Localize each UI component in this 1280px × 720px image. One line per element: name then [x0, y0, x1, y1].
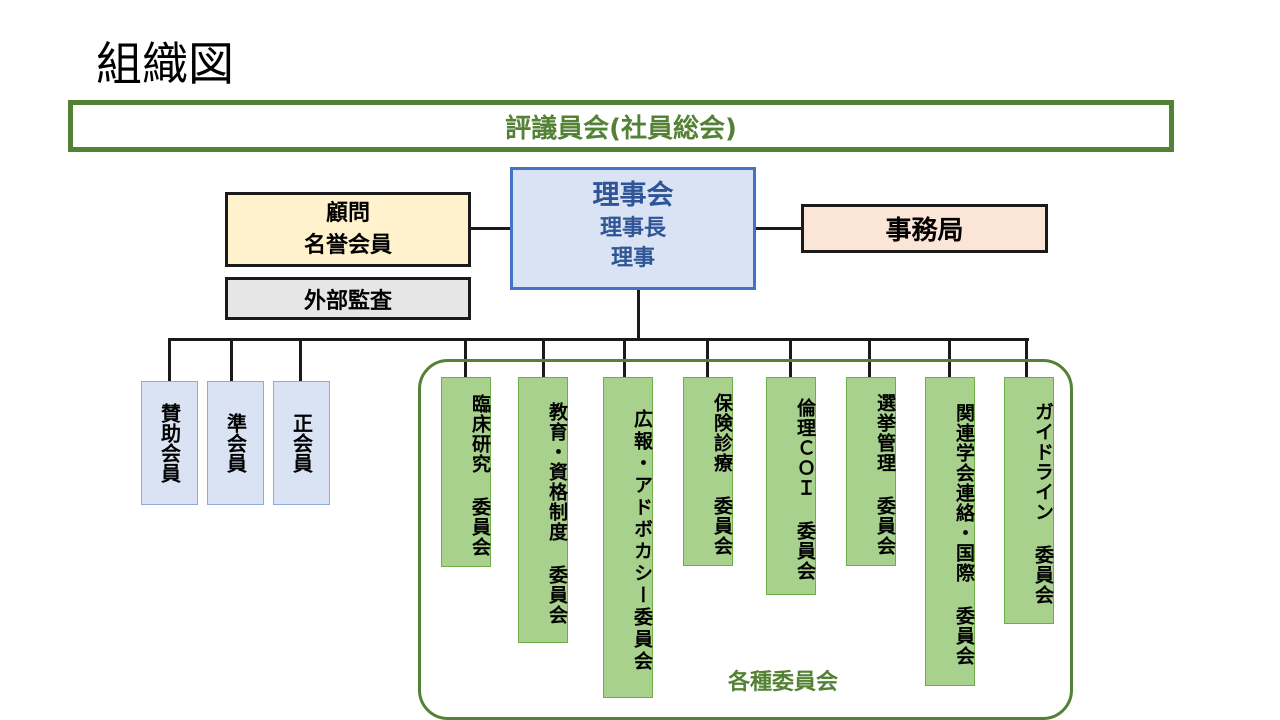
- connector-committee-7: [948, 340, 951, 377]
- connector-board-secretariat: [756, 227, 801, 230]
- board-members: 理事: [610, 246, 655, 271]
- committee-insurance: 保険診療 委員会: [683, 377, 733, 566]
- connector-committee-5: [789, 340, 792, 377]
- committees-group-label: 各種委員会: [728, 670, 839, 695]
- board-name: 理事会: [592, 180, 674, 211]
- connector-horizontal-bus: [168, 338, 1029, 341]
- board-chair: 理事長: [599, 216, 666, 241]
- connector-board-down: [637, 290, 640, 340]
- committee-guidelines: ガイドライン 委員会: [1004, 377, 1054, 624]
- connector-committee-4: [706, 340, 709, 377]
- audit-box: 外部監査: [225, 277, 471, 320]
- advisors-line2: 名誉会員: [303, 232, 392, 258]
- connector-committee-8: [1025, 340, 1028, 377]
- connector-committee-6: [868, 340, 871, 377]
- committee-ethics-coi: 倫理ＣＯＩ 委員会: [766, 377, 816, 595]
- audit-label: 外部監査: [303, 288, 392, 314]
- committee-election: 選挙管理 委員会: [846, 377, 896, 566]
- member-type-associate: 準会員: [207, 381, 264, 505]
- committee-pr-advocacy: 広報・アドボカシー委員会: [603, 377, 653, 698]
- secretariat-label: 事務局: [885, 216, 964, 246]
- member-type-regular: 正会員: [273, 381, 330, 505]
- advisors-line1: 顧問: [325, 200, 370, 226]
- page-title: 組織図: [96, 37, 234, 91]
- committee-clinical-research: 臨床研究 委員会: [441, 377, 491, 567]
- advisors-box: 顧問 名誉会員: [225, 192, 471, 267]
- connector-committee-1: [464, 340, 467, 377]
- council-box: 評議員会(社員総会): [68, 100, 1174, 152]
- committee-education: 教育・資格制度 委員会: [518, 377, 568, 643]
- secretariat-box: 事務局: [801, 204, 1048, 253]
- committees-group: [418, 359, 1073, 720]
- board-box: 理事会 理事長 理事: [510, 167, 756, 290]
- connector-committee-3: [623, 340, 626, 377]
- member-type-supporting: 賛助会員: [141, 381, 198, 505]
- connector-member-2: [230, 340, 233, 381]
- committee-liaison-international: 関連学会連絡・国際 委員会: [925, 377, 975, 686]
- connector-member-1: [168, 340, 171, 381]
- connector-committee-2: [542, 340, 545, 377]
- connector-board-advisors: [471, 227, 510, 230]
- council-label: 評議員会(社員総会): [505, 113, 737, 144]
- connector-member-3: [299, 340, 302, 381]
